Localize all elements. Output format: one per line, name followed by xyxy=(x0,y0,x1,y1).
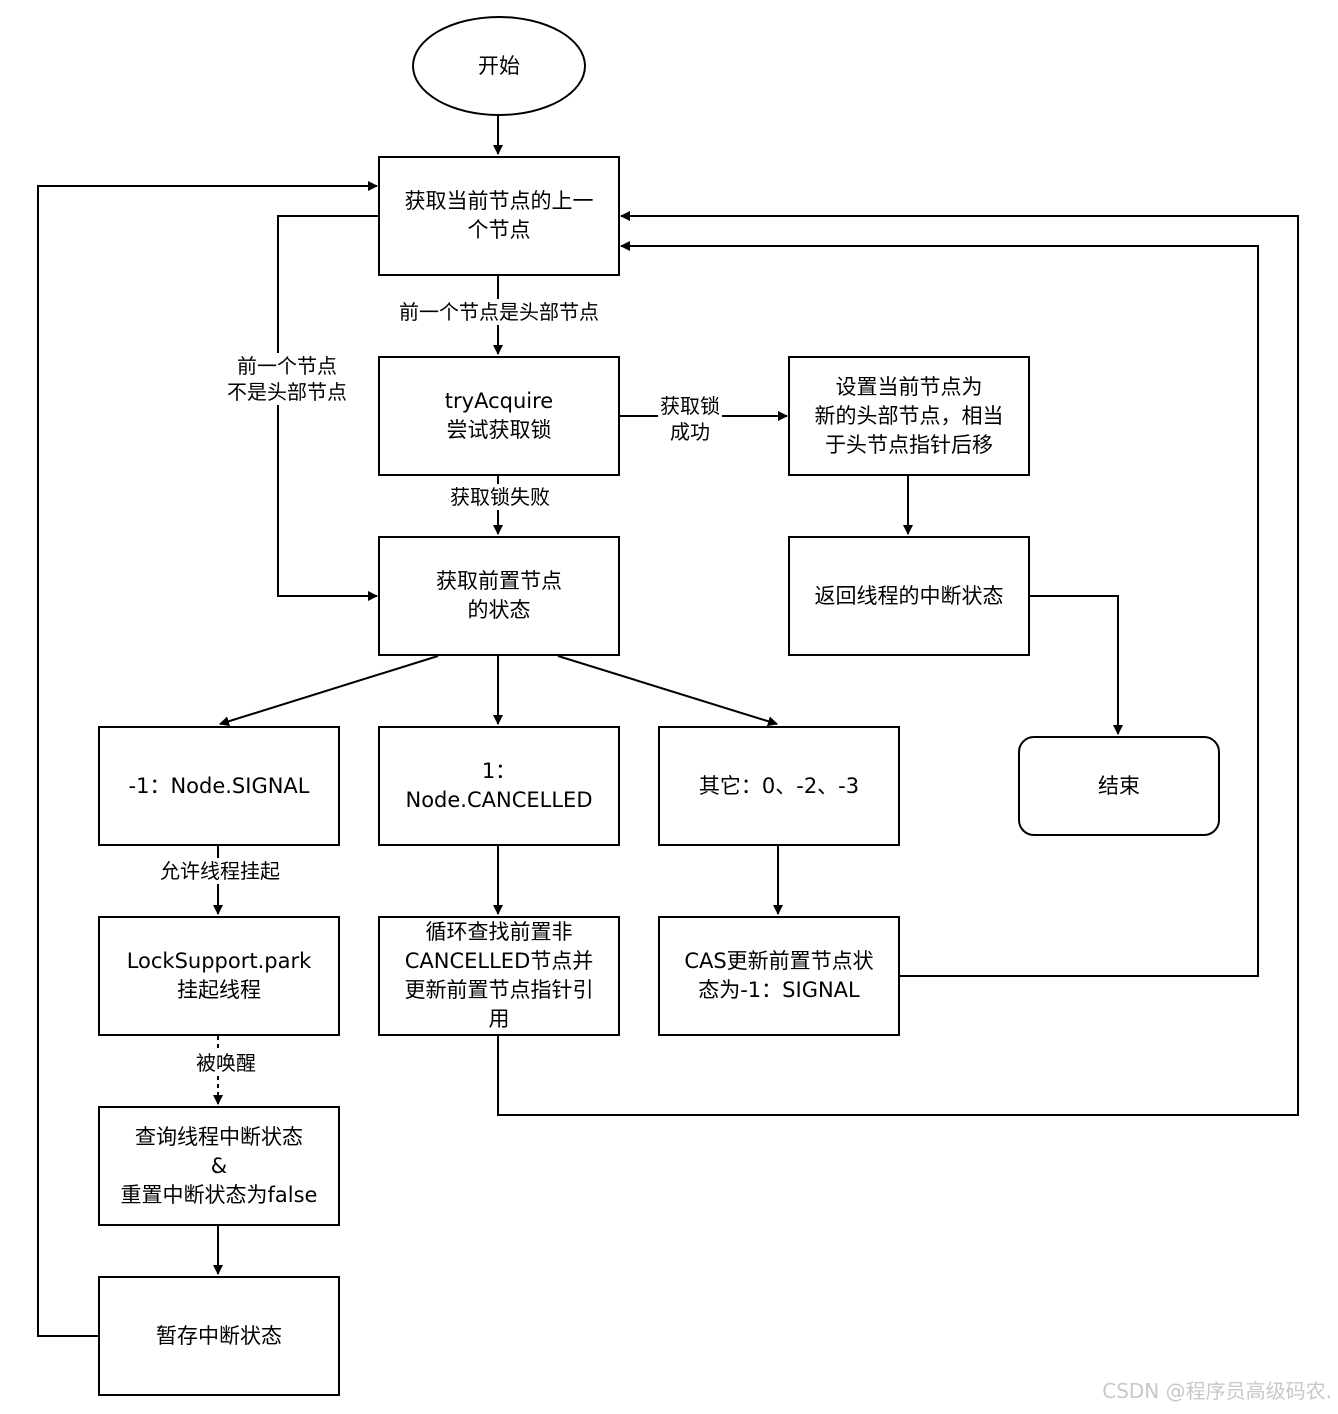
get-status-node: 获取前置节点 的状态 xyxy=(378,536,620,656)
edge-label-acquire-success: 获取锁 成功 xyxy=(658,393,722,445)
start-node: 开始 xyxy=(412,16,586,116)
loop-find-node: 循环查找前置非 CANCELLED节点并 更新前置节点指针引 用 xyxy=(378,916,620,1036)
query-interrupt-label: 查询线程中断状态 & 重置中断状态为false xyxy=(120,1124,318,1207)
edge-return-to-end xyxy=(1030,595,1123,735)
end-node: 结束 xyxy=(1018,736,1220,836)
set-head-label: 设置当前节点为 新的头部节点，相当 于头节点指针后移 xyxy=(814,374,1004,457)
get-prev-node: 获取当前节点的上一 个节点 xyxy=(378,156,620,276)
edge-status-to-signal xyxy=(219,655,439,727)
edge-get-prev-to-get-status xyxy=(277,215,378,601)
cancelled-node: 1： Node.CANCELLED xyxy=(378,726,620,846)
get-prev-label: 获取当前节点的上一 个节点 xyxy=(404,189,594,242)
save-interrupt-node: 暂存中断状态 xyxy=(98,1276,340,1396)
edge-save-to-get-prev xyxy=(37,181,378,1337)
query-interrupt-node: 查询线程中断状态 & 重置中断状态为false xyxy=(98,1106,340,1226)
try-acquire-node: tryAcquire 尝试获取锁 xyxy=(378,356,620,476)
return-interrupt-label: 返回线程的中断状态 xyxy=(814,583,1004,608)
edge-cas-to-get-prev xyxy=(620,241,1259,977)
edge-label-woken-up: 被唤醒 xyxy=(194,1050,258,1076)
try-acquire-label: tryAcquire 尝试获取锁 xyxy=(444,389,554,442)
return-interrupt-node: 返回线程的中断状态 xyxy=(788,536,1030,656)
signal-node: -1：Node.SIGNAL xyxy=(98,726,340,846)
cas-update-node: CAS更新前置节点状 态为-1：SIGNAL xyxy=(658,916,900,1036)
edge-label-acquire-fail: 获取锁失败 xyxy=(448,484,552,510)
edge-label-prev-is-head: 前一个节点是头部节点 xyxy=(397,299,601,325)
signal-label: -1：Node.SIGNAL xyxy=(128,773,310,798)
park-label: LockSupport.park 挂起线程 xyxy=(126,949,312,1002)
other-label: 其它：0、-2、-3 xyxy=(698,773,860,798)
loop-find-label: 循环查找前置非 CANCELLED节点并 更新前置节点指针引 用 xyxy=(404,920,594,1031)
set-head-node: 设置当前节点为 新的头部节点，相当 于头节点指针后移 xyxy=(788,356,1030,476)
end-label: 结束 xyxy=(1098,773,1140,798)
get-status-label: 获取前置节点 的状态 xyxy=(436,569,562,622)
watermark: CSDN @程序员高级码农. xyxy=(1102,1379,1332,1403)
cancelled-label: 1： Node.CANCELLED xyxy=(405,759,593,812)
edge-label-allow-park: 允许线程挂起 xyxy=(158,858,282,884)
edge-label-prev-not-head: 前一个节点 不是头部节点 xyxy=(225,353,349,405)
other-node: 其它：0、-2、-3 xyxy=(658,726,900,846)
cas-update-label: CAS更新前置节点状 态为-1：SIGNAL xyxy=(684,949,874,1002)
park-node: LockSupport.park 挂起线程 xyxy=(98,916,340,1036)
start-label: 开始 xyxy=(478,53,520,78)
edge-status-to-other xyxy=(557,655,778,727)
save-interrupt-label: 暂存中断状态 xyxy=(156,1323,282,1348)
edge-loop-to-get-prev xyxy=(497,211,1299,1116)
